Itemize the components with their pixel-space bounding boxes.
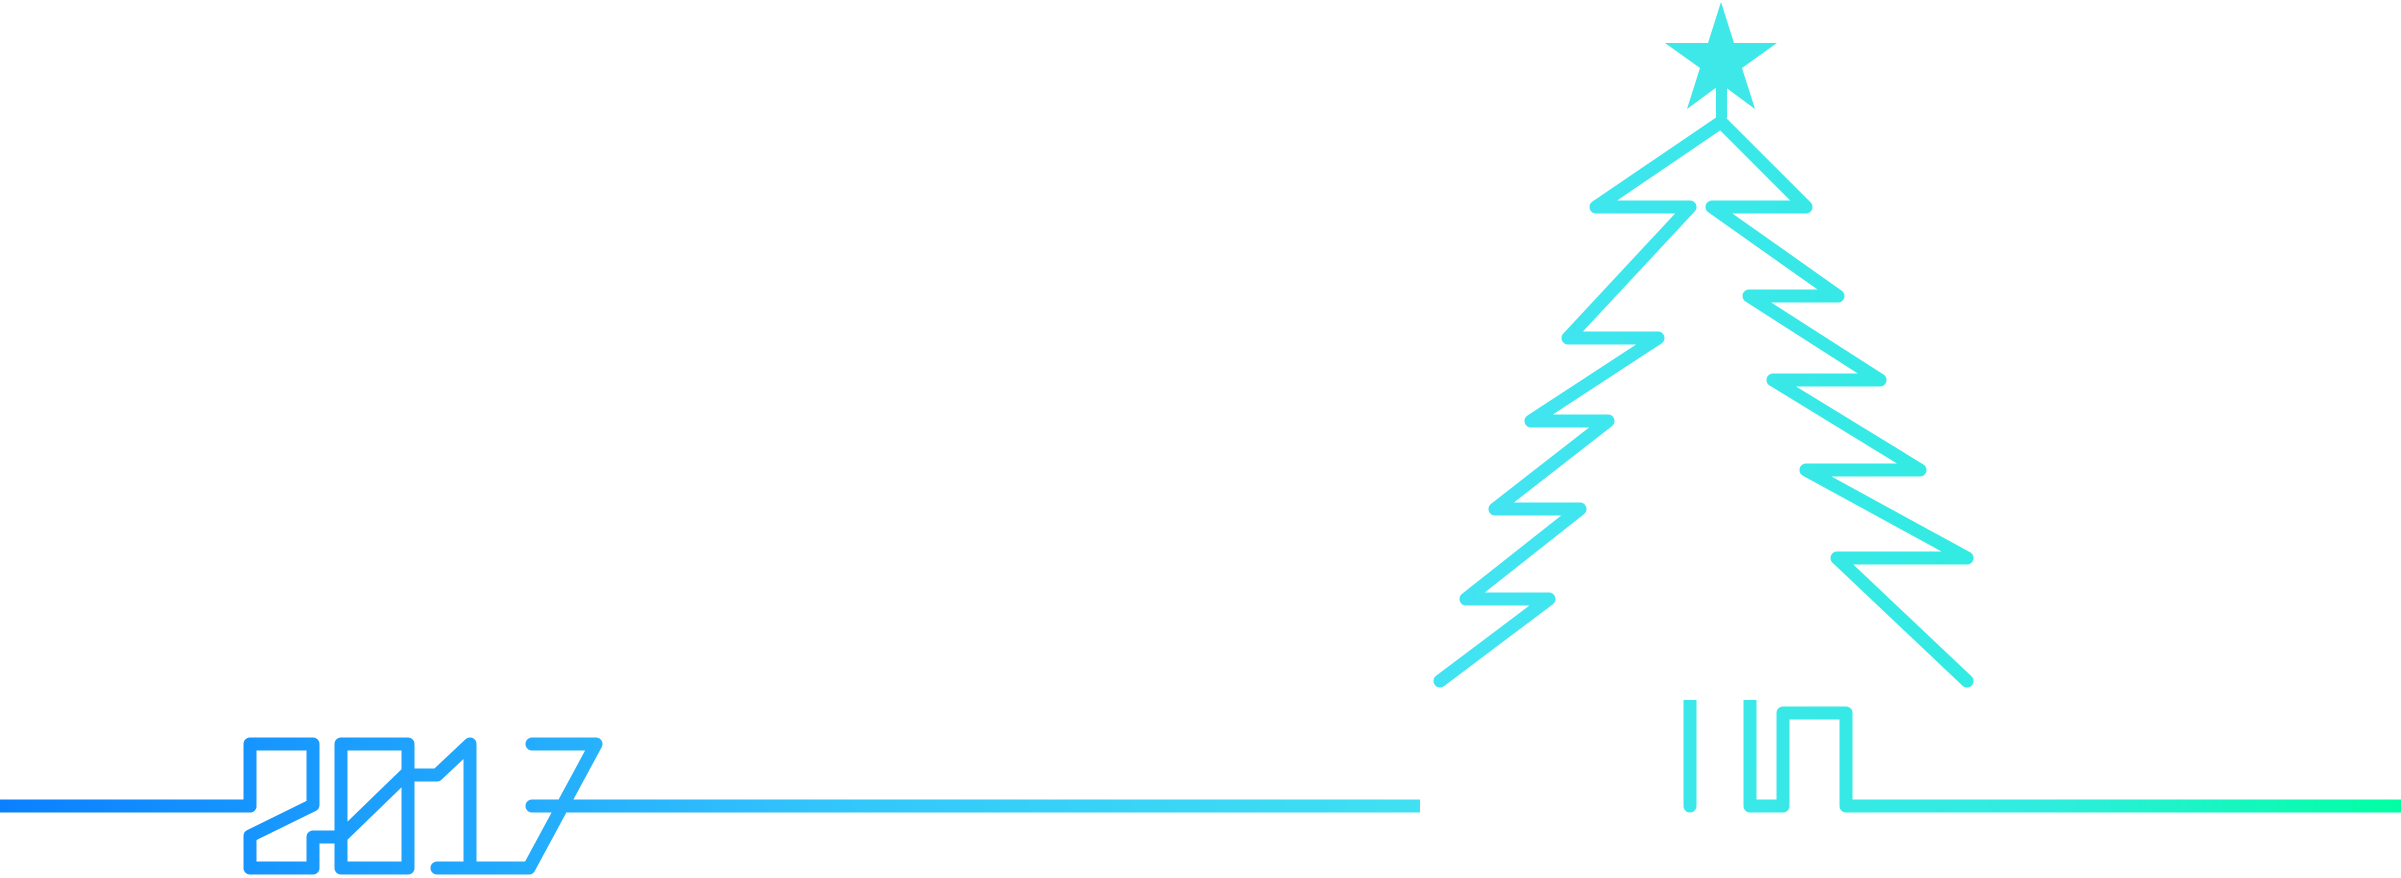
tree-zigzag — [1433, 115, 1974, 688]
digit-2 — [243, 737, 348, 875]
star-icon — [1665, 2, 1777, 118]
digit-1 — [401, 737, 477, 875]
digit-0 — [334, 737, 415, 875]
